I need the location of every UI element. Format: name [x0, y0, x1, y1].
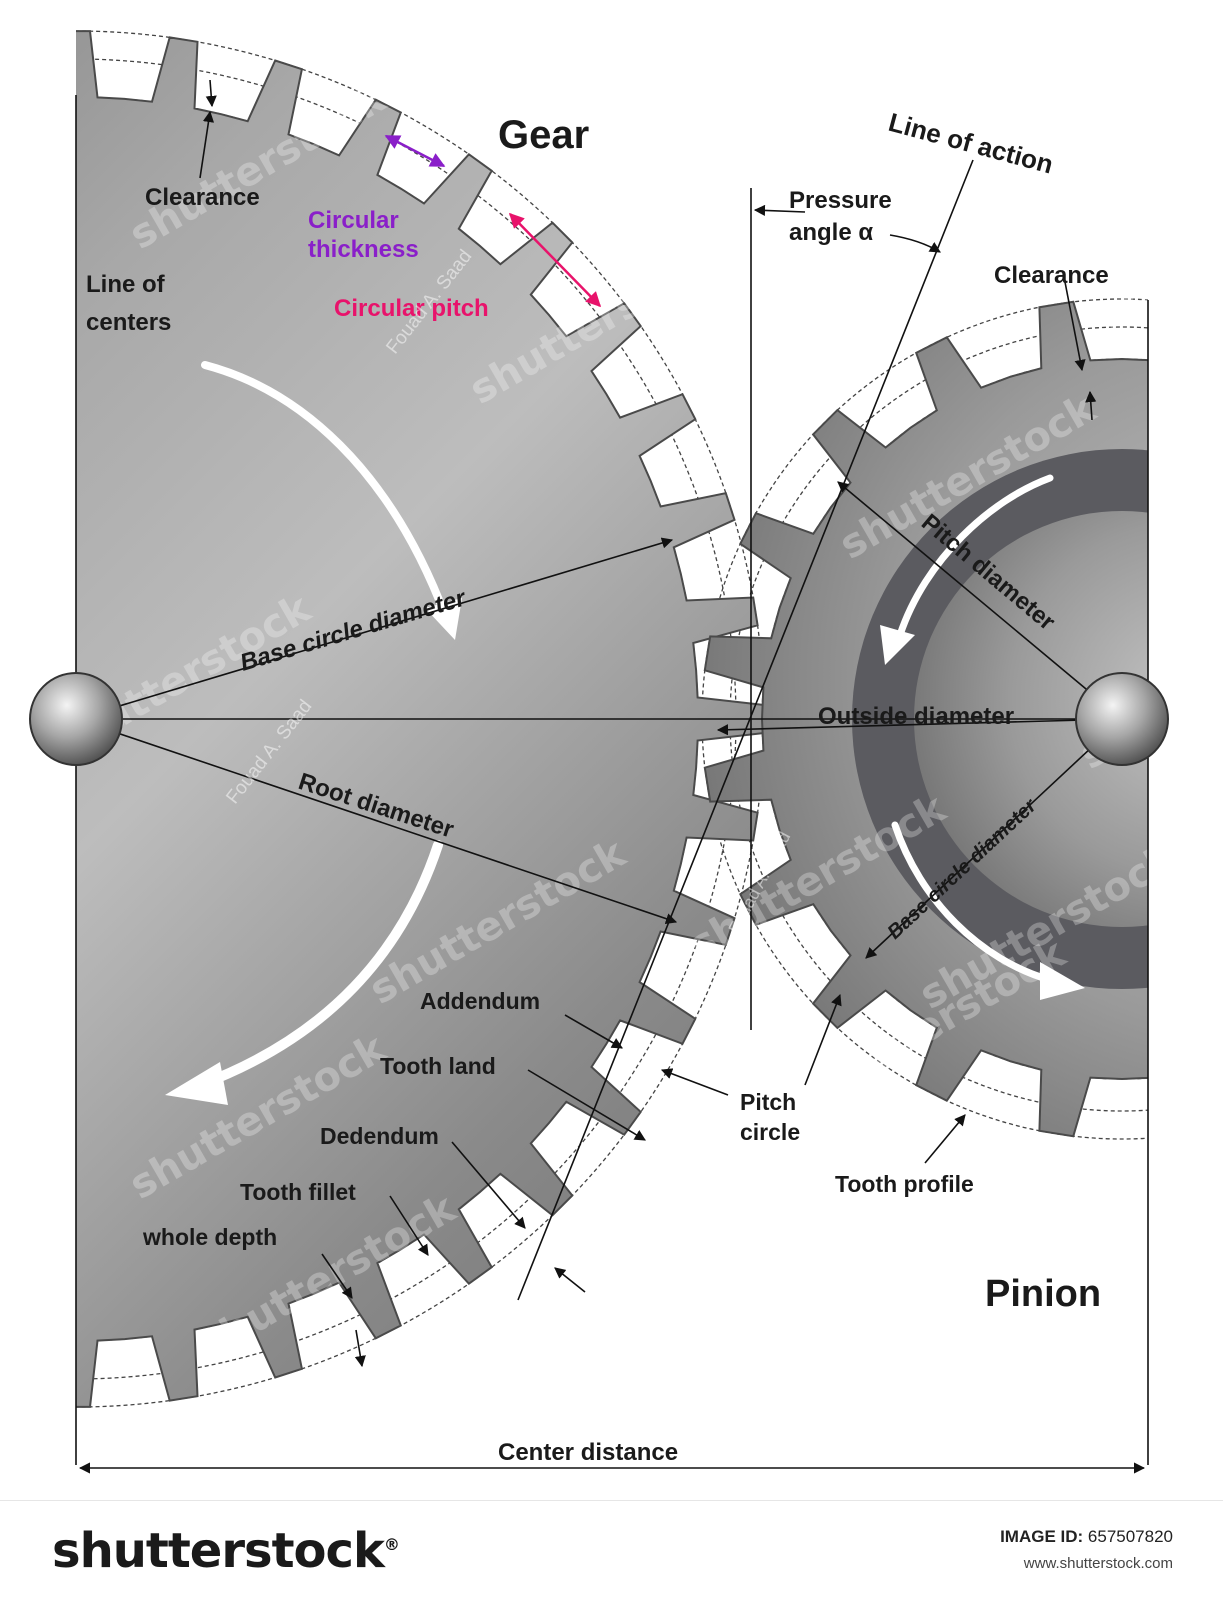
clearance-pinion-tick — [1085, 390, 1097, 421]
clearance-pinion-label: Clearance — [994, 262, 1109, 289]
clearance-pinion-leader — [1064, 281, 1086, 372]
footer-bar: shutterstock® IMAGE ID: 657507820 www.sh… — [0, 1500, 1223, 1601]
dedendum-leader — [451, 1141, 526, 1229]
line-of-action-label: Line of action — [885, 107, 1056, 180]
clearance-gear-leader — [199, 110, 215, 179]
gear-rotation-arrow-lower — [195, 840, 443, 1090]
pitch-circle-leader-2 — [804, 993, 842, 1086]
tooth-land-leader — [527, 1069, 646, 1141]
center-distance-label: Center distance — [498, 1439, 678, 1466]
watermark-text: shutterstock — [742, 1325, 1014, 1500]
circular-pitch-arrow — [508, 212, 602, 308]
site-url[interactable]: www.shutterstock.com — [1023, 1555, 1173, 1572]
pinion-rotation-arrow-upper — [896, 474, 1054, 639]
root-diameter-dimension — [75, 718, 678, 925]
line-of-centers-label-2: centers — [86, 309, 171, 336]
watermark-text: shutterstock — [1092, 155, 1223, 339]
pinion-rotation-arrow-upper-head — [880, 625, 915, 665]
outside-diameter-dimension — [716, 718, 1123, 736]
brand-logo[interactable]: shutterstock® — [52, 1523, 400, 1579]
tooth-fillet-leader — [389, 1195, 429, 1256]
pinion-title: Pinion — [985, 1273, 1101, 1315]
whole-depth-tick — [354, 1329, 366, 1368]
circular-pitch-label: Circular pitch — [334, 295, 489, 322]
tooth-profile-label: Tooth profile — [835, 1171, 974, 1197]
brand-registered-mark: ® — [383, 1535, 400, 1554]
pitch-circle-leader-1 — [660, 1068, 729, 1096]
tooth-fillet-label: Tooth fillet — [240, 1179, 356, 1205]
whole-depth-leader — [321, 1253, 353, 1299]
pressure-angle-arc-arrow — [889, 234, 941, 253]
circular-thickness-label-2: thickness — [308, 236, 419, 263]
image-id-value: 657507820 — [1087, 1527, 1173, 1546]
pitch-circle-label-2: circle — [740, 1119, 800, 1145]
circular-thickness-arrow — [384, 134, 446, 168]
clearance-gear-tick — [205, 79, 217, 108]
pinion-hub — [1075, 672, 1169, 766]
base-circle-dimension-gear — [75, 537, 674, 720]
gear-title: Gear — [498, 113, 589, 157]
clearance-gear-label: Clearance — [145, 184, 260, 211]
tooth-land-label: Tooth land — [380, 1053, 496, 1079]
pinion-rotation-arrow-lower-head — [1040, 962, 1085, 1000]
pinion-rotation-arrow-lower — [891, 821, 1054, 984]
rotation-arrows — [165, 361, 1085, 1105]
addendum-label: Addendum — [420, 988, 540, 1014]
gear-hub — [29, 672, 123, 766]
watermark-text: shutterstock — [582, 0, 854, 124]
watermark-text: shutterstock — [602, 1170, 874, 1354]
pressure-angle-label-2: angle α — [789, 219, 873, 246]
base-circle-dimension-pinion — [865, 718, 1123, 959]
dedendum-tick — [554, 1267, 586, 1293]
dimension-lines — [75, 79, 1149, 1474]
line-of-centers-label-1: Line of — [86, 271, 166, 298]
gear-rotation-arrow-upper — [201, 361, 449, 619]
pitch-circle-label-1: Pitch — [740, 1089, 796, 1115]
pitch-diameter-dimension — [837, 481, 1123, 720]
image-id-label: IMAGE ID: — [1000, 1527, 1084, 1546]
addendum-leader — [564, 1014, 623, 1049]
whole-depth-label: whole depth — [142, 1224, 277, 1250]
diagram-canvas: shutterstockshutterstockshutterstockshut… — [29, 0, 1223, 1500]
image-id: IMAGE ID: 657507820 — [1000, 1527, 1173, 1547]
dedendum-label: Dedendum — [320, 1123, 439, 1149]
pressure-angle-label-1: Pressure — [789, 187, 892, 214]
gear-rotation-arrow-upper-head — [425, 598, 462, 640]
gear-rotation-arrow-lower-head — [165, 1062, 228, 1105]
pressure-angle-arrow — [753, 204, 806, 216]
circular-thickness-label-1: Circular — [308, 207, 399, 234]
outside-diameter-label: Outside diameter — [818, 703, 1014, 730]
tooth-profile-leader — [924, 1114, 966, 1164]
